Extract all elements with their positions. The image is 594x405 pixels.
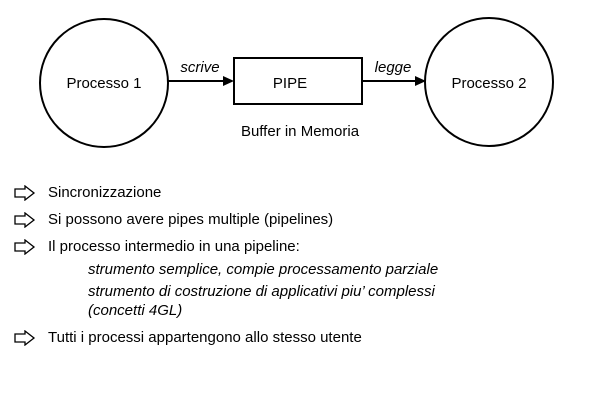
pipe-diagram-svg: Processo 1 Processo 2 PIPE scrive legge … xyxy=(39,17,554,148)
bullet-item: Tutti i processi appartengono allo stess… xyxy=(14,328,584,347)
bullet-text: Si possono avere pipes multiple (pipelin… xyxy=(48,211,334,228)
arrow-right-outline-icon xyxy=(14,184,36,202)
pipe-diagram: Processo 1 Processo 2 PIPE scrive legge … xyxy=(0,0,594,160)
bullet-text: Il processo intermedio in una pipeline: xyxy=(48,238,300,255)
process-2-circle xyxy=(424,17,554,147)
arrow-right-outline-icon xyxy=(14,238,36,256)
process-2-label: Processo 2 xyxy=(451,75,526,92)
sub-item: strumento di costruzione di applicativi … xyxy=(88,283,435,319)
bullet-item: Il processo intermedio in una pipeline: … xyxy=(14,237,584,320)
bullet-text: Tutti i processi appartengono allo stess… xyxy=(48,329,362,346)
sub-item-list: strumento semplice, compie processamento… xyxy=(88,260,584,320)
arrow-right-outline-icon xyxy=(14,329,36,347)
read-arrow-label: legge xyxy=(375,59,412,76)
read-arrow-head xyxy=(415,76,426,86)
bullet-list: Sincronizzazione Si possono avere pipes … xyxy=(14,183,584,355)
sub-item: strumento semplice, compie processamento… xyxy=(88,261,439,278)
bullet-item: Sincronizzazione xyxy=(14,183,584,202)
write-arrow-head xyxy=(223,76,234,86)
process-1-circle xyxy=(39,18,169,148)
process-1-label: Processo 1 xyxy=(66,75,141,92)
bullet-text: Sincronizzazione xyxy=(48,184,162,201)
write-arrow-label: scrive xyxy=(180,59,219,76)
arrow-right-outline-icon xyxy=(14,211,36,229)
buffer-caption: Buffer in Memoria xyxy=(241,123,360,140)
pipe-label: PIPE xyxy=(273,75,307,92)
pipe-box xyxy=(233,57,363,105)
bullet-item: Si possono avere pipes multiple (pipelin… xyxy=(14,210,584,229)
